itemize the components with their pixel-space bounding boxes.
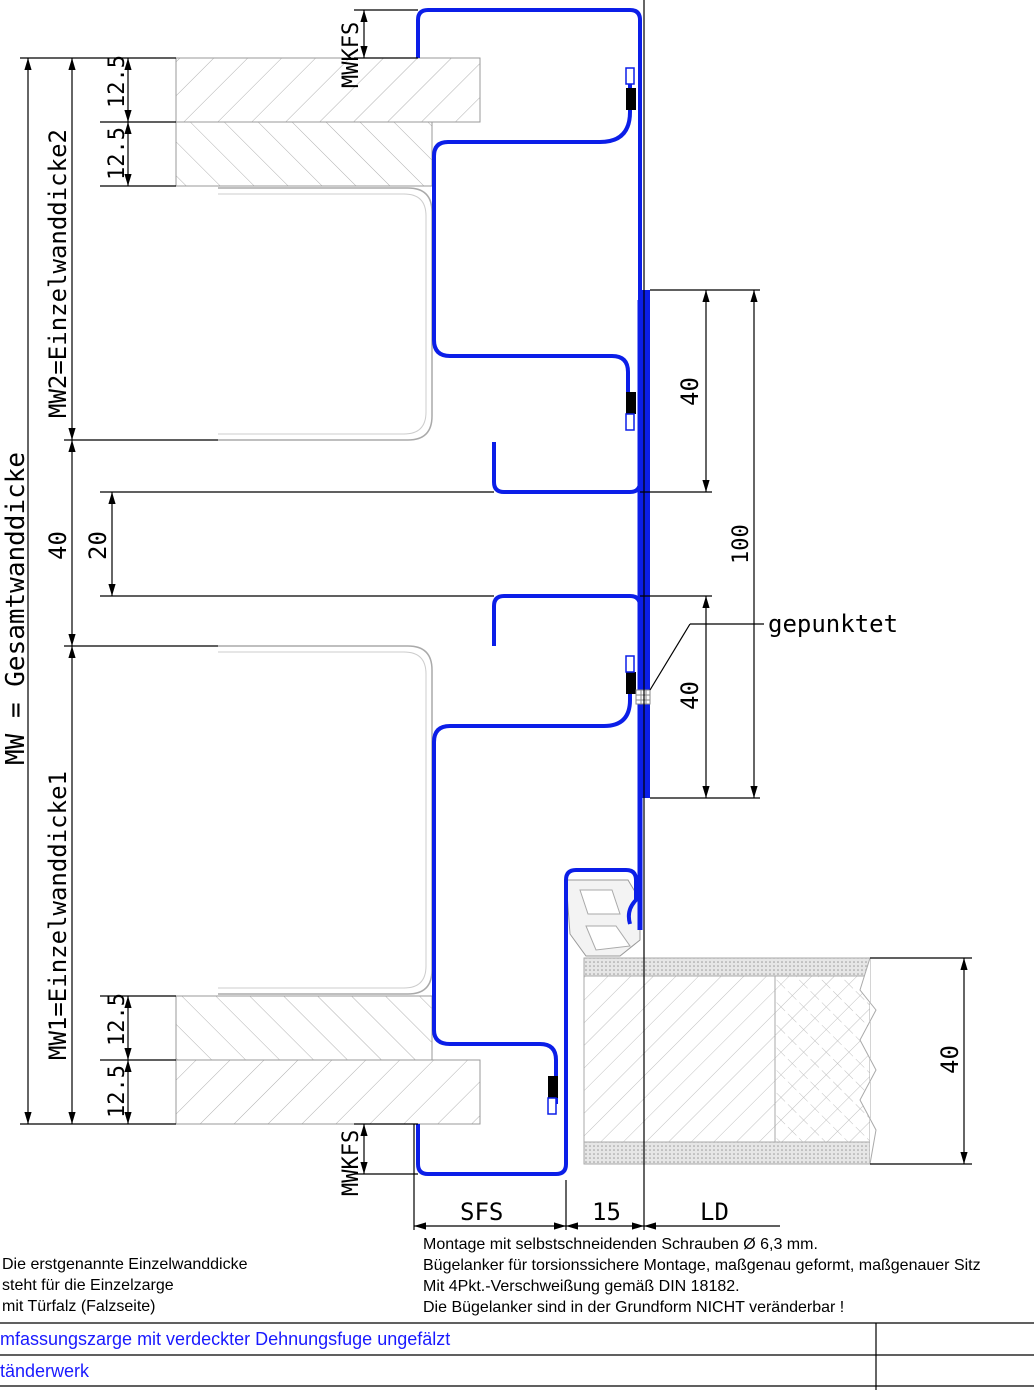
- note-right-line-4: Die Bügelanker sind in der Grundform NIC…: [423, 1299, 845, 1316]
- label-gap-20: 20: [84, 531, 112, 560]
- label-gap-40: 40: [44, 531, 72, 560]
- label-mwkfs-top: MWKFS: [339, 22, 364, 88]
- stud-bottom: [218, 645, 433, 995]
- label-anchor-100: 100: [729, 524, 754, 564]
- label-wall2: MW2=Einzelwanddicke2: [44, 129, 72, 418]
- note-right-line-1: Montage mit selbstschneidenden Schrauben…: [423, 1236, 818, 1253]
- label-ld: LD: [700, 1198, 729, 1226]
- board-bottom-outer: [175, 1059, 481, 1125]
- board-bottom-inner: [175, 995, 433, 1061]
- label-mwkfs-bottom: MWKFS: [339, 1130, 364, 1196]
- note-left-line-2: steht für die Einzelzarge: [2, 1277, 174, 1294]
- note-left-line-1: Die erstgenannte Einzelwanddicke: [2, 1256, 248, 1273]
- label-total-thickness: MW = Gesamtwanddicke: [1, 452, 31, 765]
- note-right-line-3: Mit 4Pkt.-Verschweißung gemäß DIN 18182.: [423, 1278, 740, 1295]
- stud-top: [218, 187, 433, 441]
- label-callout: gepunktet: [768, 610, 898, 638]
- board-top-inner: [175, 121, 433, 187]
- note-left-line-3: mit Türfalz (Falzseite): [2, 1298, 156, 1315]
- note-right-line-2: Bügelanker für torsionssichere Montage, …: [423, 1257, 981, 1274]
- title-block-row-1: mfassungszarge mit verdeckter Dehnungsfu…: [0, 1329, 451, 1349]
- note-left: Die erstgenannte Einzelwanddicke steht f…: [2, 1254, 247, 1317]
- door-leaf: [583, 957, 877, 1165]
- door-seal: [565, 879, 641, 957]
- label-board-top-1: 12.5: [105, 55, 130, 108]
- label-board-top-2: 12.5: [105, 127, 130, 180]
- label-anchor-40-top: 40: [676, 377, 704, 406]
- label-board-bottom-1: 12.5: [105, 993, 130, 1046]
- label-door-40: 40: [936, 1045, 964, 1074]
- label-wall1: MW1=Einzelwanddicke1: [44, 771, 72, 1060]
- label-board-bottom-2: 12.5: [105, 1065, 130, 1118]
- anchor-strip: [640, 290, 650, 798]
- dimension-lines: [20, 0, 972, 1230]
- label-anchor-40-bottom: 40: [676, 681, 704, 710]
- note-right: Montage mit selbstschneidenden Schrauben…: [423, 1234, 981, 1318]
- title-block-lines: [0, 1322, 1034, 1390]
- title-block-row-2: tänderwerk: [0, 1361, 90, 1381]
- weld-marks: [635, 689, 651, 705]
- label-15: 15: [592, 1198, 621, 1226]
- board-top-outer: [175, 57, 481, 123]
- label-sfs: SFS: [460, 1198, 503, 1226]
